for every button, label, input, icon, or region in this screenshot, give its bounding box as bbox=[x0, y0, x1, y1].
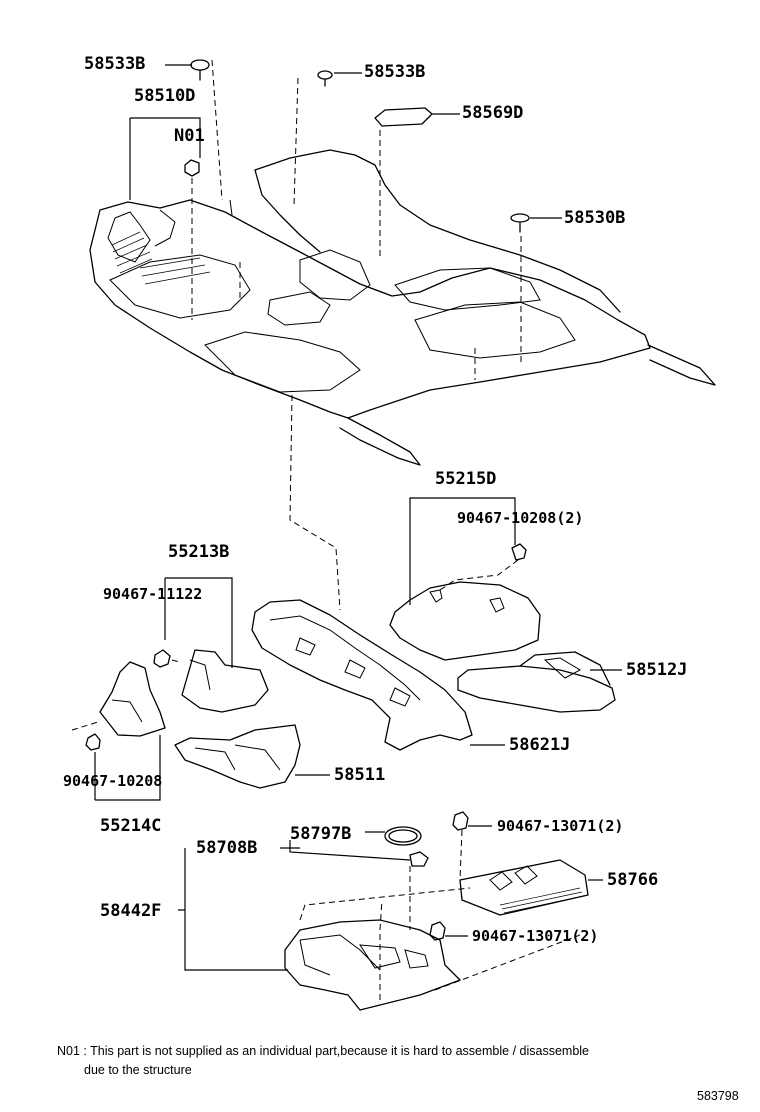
label-58530B: 58530B bbox=[564, 208, 626, 228]
footnote-line-2: due to the structure bbox=[84, 1063, 192, 1077]
label-55213B: 55213B bbox=[168, 542, 230, 562]
tray-58766 bbox=[459, 859, 589, 916]
clip-58708B-icon bbox=[409, 851, 429, 867]
label-N01: N01 bbox=[174, 126, 205, 146]
label-58766: 58766 bbox=[607, 870, 659, 890]
label-90467-10208-2: 90467-10208(2) bbox=[457, 509, 584, 527]
mat-58512J bbox=[457, 651, 616, 713]
ring-58797B-icon bbox=[384, 826, 422, 846]
diagram-id: 583798 bbox=[697, 1089, 739, 1103]
nut-N01-icon bbox=[184, 159, 200, 177]
cover-58442F bbox=[284, 919, 461, 1011]
label-58569D: 58569D bbox=[462, 103, 524, 123]
clip-90467-13071-bottom-icon bbox=[429, 921, 446, 941]
label-90467-13071-bottom: 90467-13071(2) bbox=[472, 927, 599, 945]
label-58533B-left: 58533B bbox=[84, 54, 146, 74]
panel-55215D bbox=[389, 543, 541, 661]
label-90467-10208: 90467-10208 bbox=[63, 772, 163, 790]
footnote-line-1: N01 : This part is not supplied as an in… bbox=[57, 1044, 590, 1058]
label-58442F: 58442F bbox=[100, 901, 162, 921]
clip-58533B-left-icon bbox=[190, 59, 210, 81]
label-58533B-right: 58533B bbox=[364, 62, 426, 82]
label-55215D: 55215D bbox=[435, 469, 497, 489]
label-58708B: 58708B bbox=[196, 838, 258, 858]
tunnel-carpet-58621J bbox=[251, 599, 473, 751]
label-58512J: 58512J bbox=[626, 660, 688, 680]
panel-55213B bbox=[153, 649, 269, 713]
label-90467-11122: 90467-11122 bbox=[103, 585, 203, 603]
panel-55214C bbox=[85, 661, 166, 751]
pad-58569D-icon bbox=[374, 107, 433, 127]
clip-58533B-right-icon bbox=[317, 70, 333, 87]
label-58797B: 58797B bbox=[290, 824, 352, 844]
label-58511: 58511 bbox=[334, 765, 386, 785]
label-55214C: 55214C bbox=[100, 816, 162, 836]
clip-90467-13071-top-icon bbox=[452, 811, 469, 831]
mat-58511 bbox=[174, 724, 301, 789]
label-58510D: 58510D bbox=[134, 86, 196, 106]
label-90467-13071-top: 90467-13071(2) bbox=[497, 817, 624, 835]
floor-carpet-58510D bbox=[89, 149, 716, 466]
clip-58530B-icon bbox=[510, 213, 530, 233]
label-58621J: 58621J bbox=[509, 735, 571, 755]
